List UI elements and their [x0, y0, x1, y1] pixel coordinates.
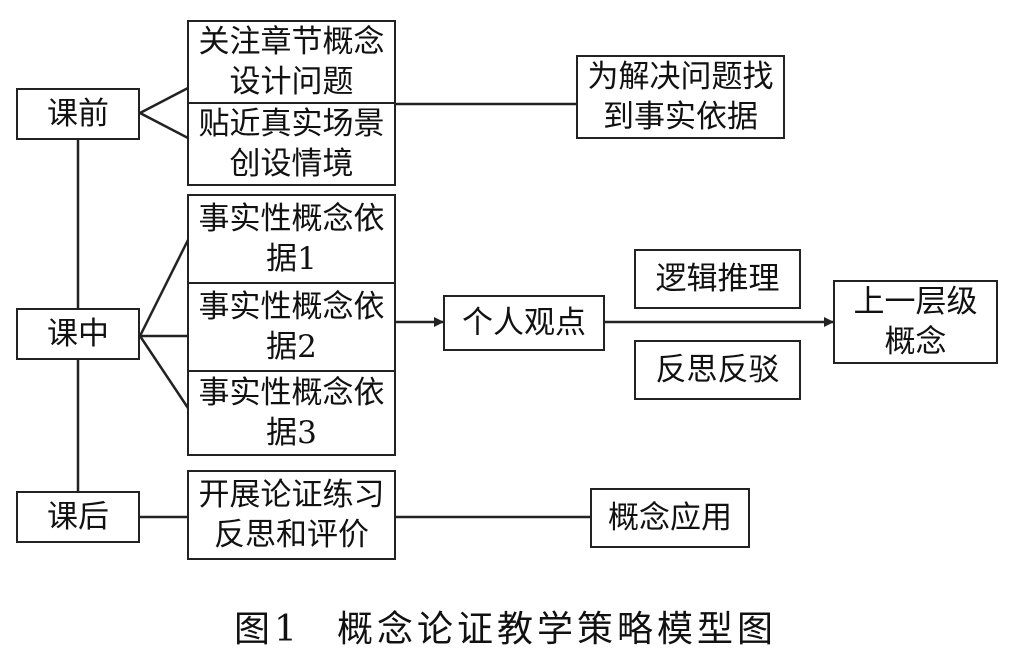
fact-basis-box-3: 事实性概念依 据3 [187, 370, 396, 456]
pre-result-box: 为解决问题找 到事实依据 [576, 55, 785, 139]
practice-box: 开展论证练习 反思和评价 [187, 470, 396, 560]
stage-mid-label: 课中 [47, 316, 109, 352]
fact-basis-box-2: 事实性概念依 据2 [187, 282, 396, 372]
pre-box-design-questions: 关注章节概念 设计问题 [187, 20, 396, 104]
higher-concept-text: 上一层级 概念 [853, 284, 978, 360]
fan-pre-bottom [139, 111, 189, 140]
pre-result-text: 为解决问题找 到事实依据 [587, 59, 774, 135]
application-text: 概念应用 [608, 500, 732, 536]
pre-box-create-situation-text: 贴近真实场景 创设情境 [198, 106, 385, 182]
fan-pre-top [139, 86, 189, 115]
fact-basis-text-2: 事实性概念依 据2 [198, 289, 385, 365]
practice-text: 开展论证练习 反思和评价 [198, 477, 385, 553]
figure-title: 概念论证教学策略模型图 [336, 609, 777, 650]
stage-pre-class: 课前 [16, 88, 140, 140]
reflection-box: 反思反驳 [634, 340, 801, 400]
reasoning-text: 逻辑推理 [655, 261, 780, 297]
viewpoint-box: 个人观点 [443, 295, 605, 351]
reasoning-box: 逻辑推理 [634, 249, 801, 309]
higher-concept-box: 上一层级 概念 [833, 280, 998, 364]
fan-mid-top [138, 239, 190, 337]
figure-number: 图1 [234, 609, 301, 650]
pre-box-design-questions-text: 关注章节概念 设计问题 [198, 24, 385, 100]
fact-basis-text-1: 事实性概念依 据1 [198, 201, 385, 277]
application-box: 概念应用 [590, 488, 750, 548]
stage-post-label: 课后 [47, 499, 109, 535]
fan-mid-bottom [138, 335, 190, 409]
fact-basis-box-1: 事实性概念依 据1 [187, 194, 396, 284]
stage-post-class: 课后 [16, 491, 140, 543]
stage-pre-label: 课前 [47, 96, 109, 132]
stage-in-class: 课中 [16, 308, 140, 360]
figure-caption: 图1 概念论证教学策略模型图 [0, 600, 1011, 652]
pre-box-create-situation: 贴近真实场景 创设情境 [187, 102, 396, 186]
reflection-text: 反思反驳 [655, 352, 780, 388]
viewpoint-text: 个人观点 [462, 305, 586, 341]
fact-basis-text-3: 事实性概念依 据3 [198, 375, 385, 451]
